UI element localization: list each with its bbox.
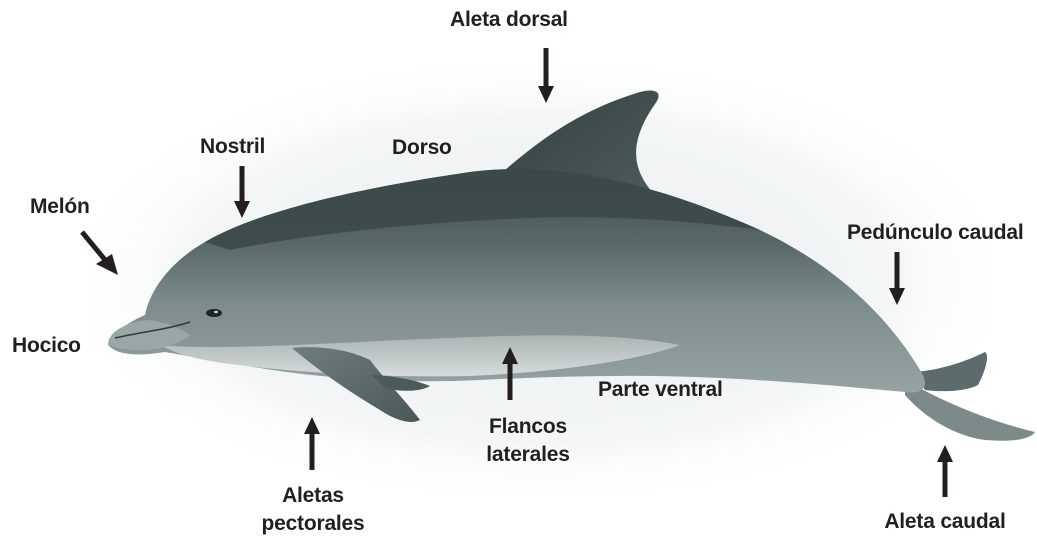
label-pedunculo-caudal: Pedúnculo caudal — [847, 219, 1024, 247]
label-melon: Melón — [30, 193, 90, 221]
label-flancos-line-1: Flancos — [486, 413, 569, 441]
label-dorso: Dorso — [392, 134, 452, 162]
label-parte-ventral: Parte ventral — [598, 376, 723, 404]
label-flancos-laterales: Flancos laterales — [486, 413, 569, 469]
label-aletas-line-1: Aletas — [261, 482, 364, 510]
label-aleta-caudal: Aleta caudal — [884, 508, 1005, 536]
label-aleta-dorsal: Aleta dorsal — [450, 6, 568, 34]
label-flancos-line-2: laterales — [486, 441, 569, 469]
label-aletas-pectorales: Aletas pectorales — [261, 482, 364, 538]
label-aletas-line-2: pectorales — [261, 510, 364, 538]
eye-shape — [206, 309, 222, 317]
label-hocico: Hocico — [12, 332, 81, 360]
label-nostril: Nostril — [200, 133, 265, 161]
